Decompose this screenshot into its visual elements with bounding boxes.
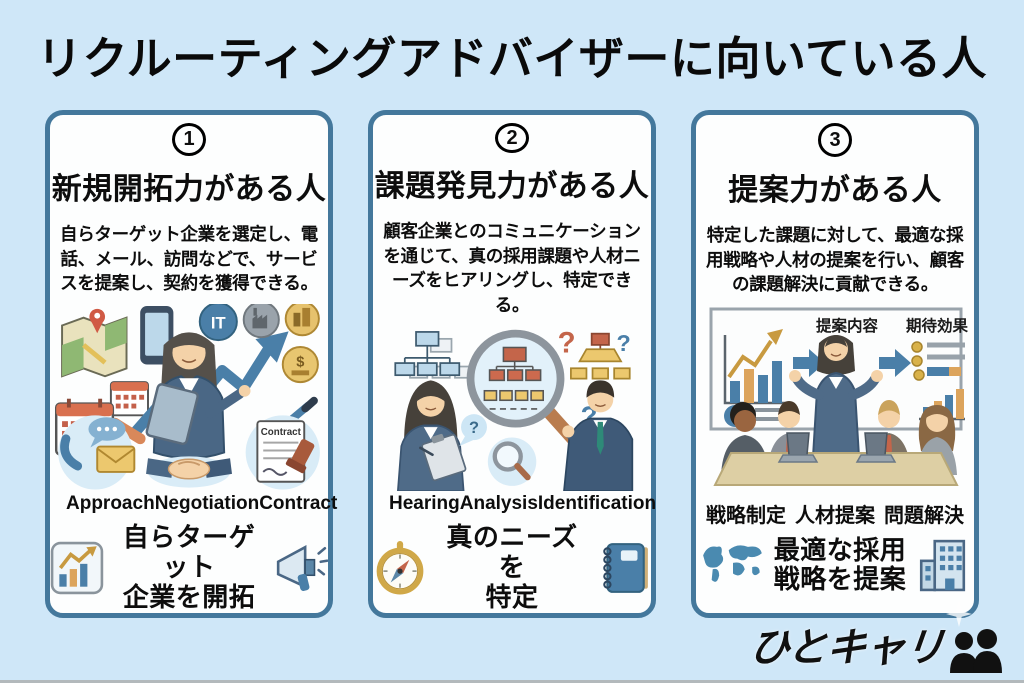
- small-magnifier-icon: [487, 437, 536, 487]
- factory-icon: [242, 303, 280, 339]
- meeting-table: [712, 451, 959, 486]
- card-problem-discovery: 2 課題発見力がある人 顧客企業とのコミュニケーションを通じて、真の採用課題や人…: [368, 110, 656, 618]
- building-icon: [920, 540, 966, 592]
- contract-document-icon: Contract: [245, 415, 320, 490]
- svg-text:Contract: Contract: [260, 427, 301, 438]
- two-people-icon: [950, 629, 1002, 673]
- card1-step-labels: Approach Negotiation Contract: [50, 493, 337, 515]
- card3-step-labels: 戦略制定 人材提案 問題解決: [696, 499, 974, 528]
- notebook-icon: [603, 543, 648, 594]
- board-bar-chart: [723, 328, 789, 404]
- svg-text:$: $: [296, 354, 304, 370]
- question-mark-red: ?: [557, 327, 575, 360]
- question-mark-bubble: ?: [468, 419, 478, 437]
- label-problem-solving: 問題解決: [884, 504, 964, 527]
- presenter-figure: [788, 334, 883, 458]
- card1-illustration: IT $: [54, 303, 320, 490]
- card3-summary-text: 最適な採用 戦略を提案: [773, 534, 907, 595]
- flow-arrow-left: [792, 348, 825, 377]
- card1-description: 自らターゲット企業を選定し、電話、メール、訪問などで、サービスを提案し、契約を獲…: [60, 224, 318, 294]
- sparkle-icon: [946, 601, 972, 627]
- label-hearing: Hearing: [389, 493, 460, 515]
- card1-summary-text: 自らターゲット 企業を開拓: [122, 522, 256, 613]
- svg-text:IT: IT: [210, 313, 225, 332]
- board-label-effect: 期待効果: [905, 316, 968, 335]
- calendar-small-icon: [109, 380, 149, 417]
- card2-summary: 真のニーズを 特定: [373, 522, 651, 613]
- card3-description: 特定した課題に対して、最適な採用戦略や人材の提案を行い、顧客の課題解決に貢献でき…: [706, 225, 964, 294]
- card2-description: 顧客企業とのコミュニケーションを通じて、真の採用課題や人材ニーズをヒアリングし、…: [383, 221, 641, 315]
- world-map-icon: [702, 545, 762, 583]
- it-badge-icon: IT: [198, 303, 238, 341]
- cards-row: 1 新規開拓力がある人 自らターゲット企業を選定し、電話、メール、訪問などで、サ…: [45, 110, 979, 618]
- card2-summary-text: 真のニーズを 特定: [446, 522, 578, 613]
- card3-number-badge: 3: [818, 123, 852, 157]
- card2-heading: 課題発見力がある人: [374, 170, 650, 204]
- label-strategy: 戦略制定: [706, 504, 786, 527]
- card1-summary: 自らターゲット 企業を開拓: [50, 522, 328, 613]
- company-buildings-icon: [284, 303, 320, 337]
- card2-step-labels: Hearing Analysis Identification: [373, 493, 656, 515]
- laptop-icons: [777, 431, 896, 463]
- gold-hierarchy-icon: [569, 333, 631, 380]
- businesswoman-figure: [145, 332, 251, 460]
- card3-heading: 提案力がある人: [728, 174, 942, 207]
- logo-text: ひとキャリ: [747, 626, 946, 670]
- card-new-business: 1 新規開拓力がある人 自らターゲット企業を選定し、電話、メール、訪問などで、サ…: [45, 110, 337, 618]
- flow-arrow-right: [878, 348, 911, 377]
- compass-icon: [376, 541, 424, 595]
- card3-illustration: 提案内容 期待効果: [709, 307, 968, 486]
- label-talent-proposal: 人材提案: [795, 504, 875, 527]
- card2-number-badge: 2: [495, 123, 529, 154]
- brand-logo: ひとキャリ: [747, 615, 1006, 673]
- handshake-icon: [145, 456, 232, 488]
- card1-heading: 新規開拓力がある人: [51, 173, 327, 207]
- label-negotiation: Negotiation: [154, 493, 260, 515]
- hearing-woman-figure: ?: [396, 380, 487, 492]
- board-effect-chart: [910, 340, 965, 420]
- label-contract: Contract: [259, 493, 338, 515]
- label-identification: Identification: [537, 493, 657, 515]
- card1-number-badge: 1: [172, 123, 206, 157]
- label-approach: Approach: [66, 493, 155, 515]
- question-mark-blue-top: ?: [616, 330, 630, 356]
- board-label-proposal: 提案内容: [815, 316, 878, 335]
- card3-summary: 最適な採用 戦略を提案: [701, 534, 970, 596]
- approach-contact-icons: [57, 415, 135, 490]
- bottom-divider: [0, 680, 1024, 683]
- label-analysis: Analysis: [459, 493, 538, 515]
- card-proposal: 3 提案力がある人 特定した課題に対して、最適な採用戦略や人材の提案を行い、顧客…: [691, 110, 979, 618]
- identification-man-figure: [561, 380, 633, 492]
- money-icon: $: [281, 345, 319, 383]
- page-title: リクルーティングアドバイザーに向いている人: [36, 33, 988, 84]
- map-icon: [60, 308, 127, 378]
- card2-illustration: ? ? ?: [393, 327, 633, 492]
- bar-chart-icon: [50, 541, 104, 595]
- megaphone-icon: [276, 545, 328, 592]
- org-chart-icon: [393, 331, 460, 377]
